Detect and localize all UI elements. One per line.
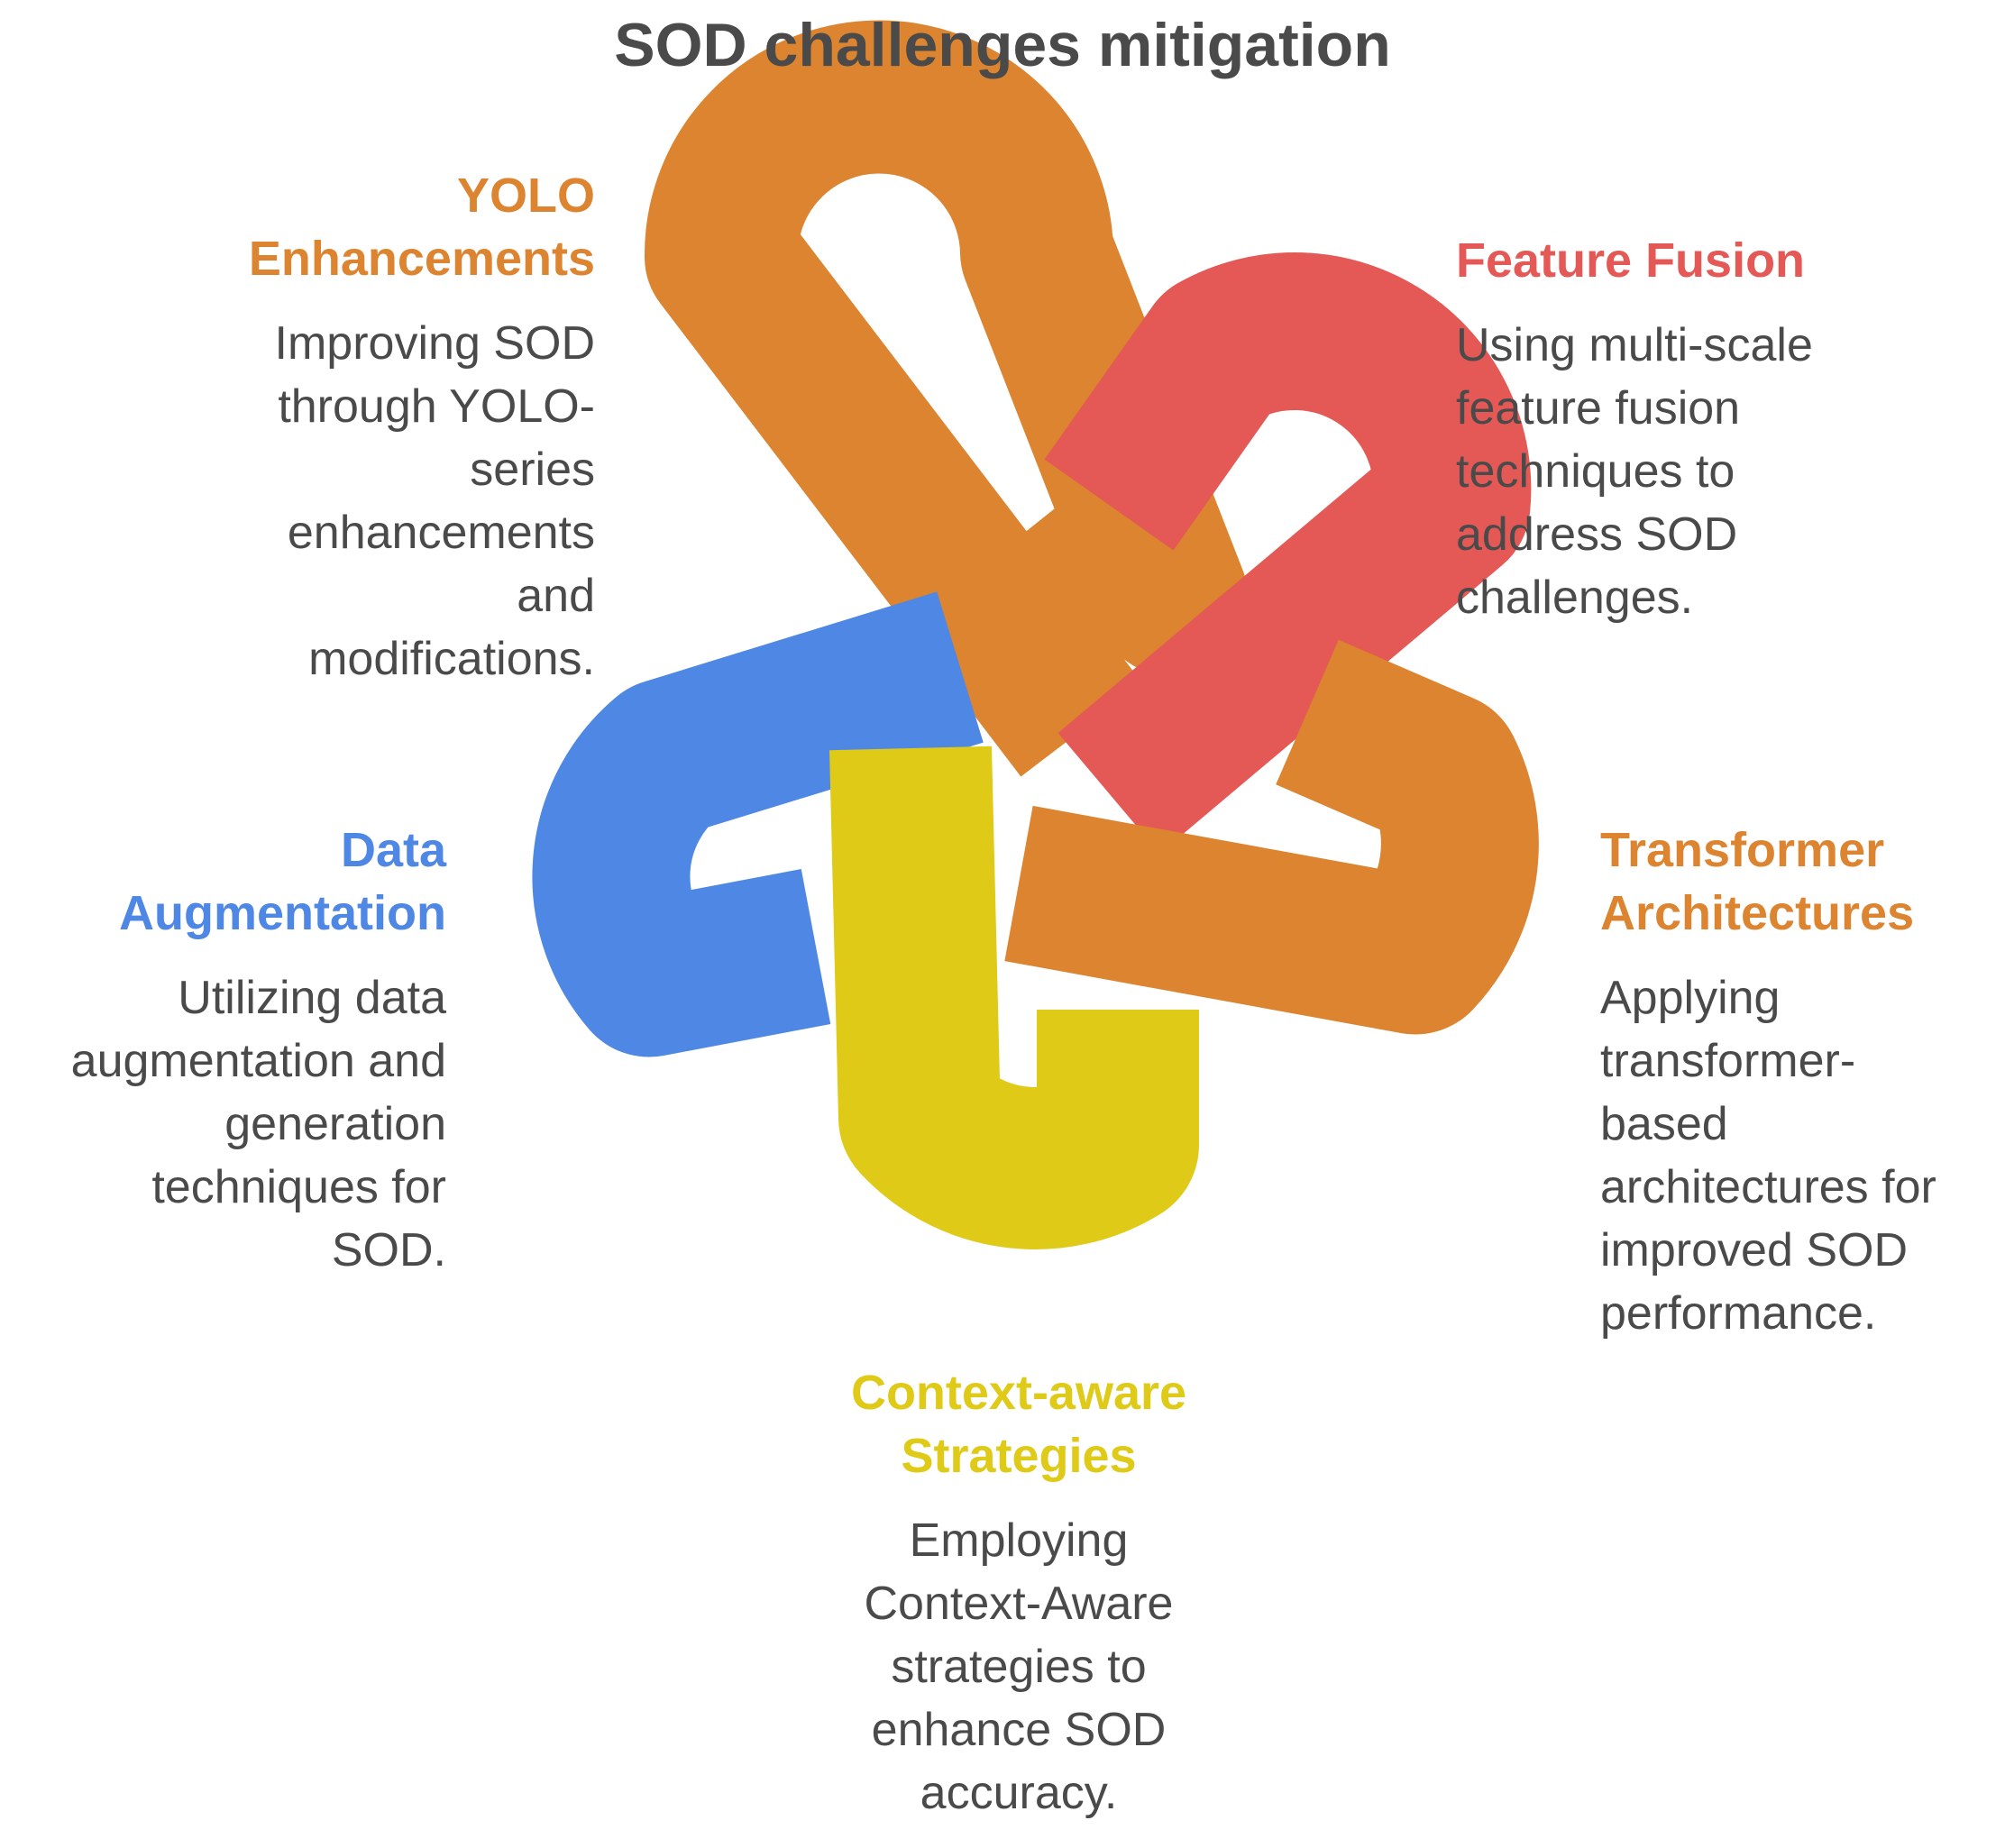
item-description: Applying transformer- based architecture…: [1600, 972, 1936, 1340]
item-transformer-architectures: Transformer Architectures Applying trans…: [1600, 819, 1997, 1345]
orange-loop-right: [1004, 639, 1539, 1035]
item-heading: Feature Fusion: [1456, 233, 1806, 288]
red-loop-top-right: [1044, 252, 1532, 854]
page-title: SOD challenges mitigation: [614, 11, 1391, 79]
item-description: Employing Context-Aware strategies to en…: [864, 1514, 1174, 1819]
item-feature-fusion: Feature Fusion Using multi-scale feature…: [1456, 229, 1961, 629]
item-heading: Transformer Architectures: [1600, 823, 1915, 940]
item-context-aware-strategies: Context-aware Strategies Employing Conte…: [748, 1361, 1289, 1825]
item-yolo-enhancements: YOLO Enhancements Improving SOD through …: [144, 164, 595, 691]
item-description: Utilizing data augmentation and generati…: [70, 972, 446, 1276]
yellow-loop-bottom: [829, 746, 1199, 1249]
item-heading: Data Augmentation: [119, 823, 446, 940]
orange-loop-top-left: [644, 20, 1249, 777]
item-description: Using multi-scale feature fusion techniq…: [1456, 319, 1813, 624]
item-heading: Context-aware Strategies: [850, 1366, 1187, 1483]
item-heading: YOLO Enhancements: [248, 169, 595, 286]
item-data-augmentation: Data Augmentation Utilizing data augment…: [9, 819, 446, 1282]
item-description: Improving SOD through YOLO- series enhan…: [274, 317, 595, 685]
blue-loop-left: [532, 591, 984, 1057]
